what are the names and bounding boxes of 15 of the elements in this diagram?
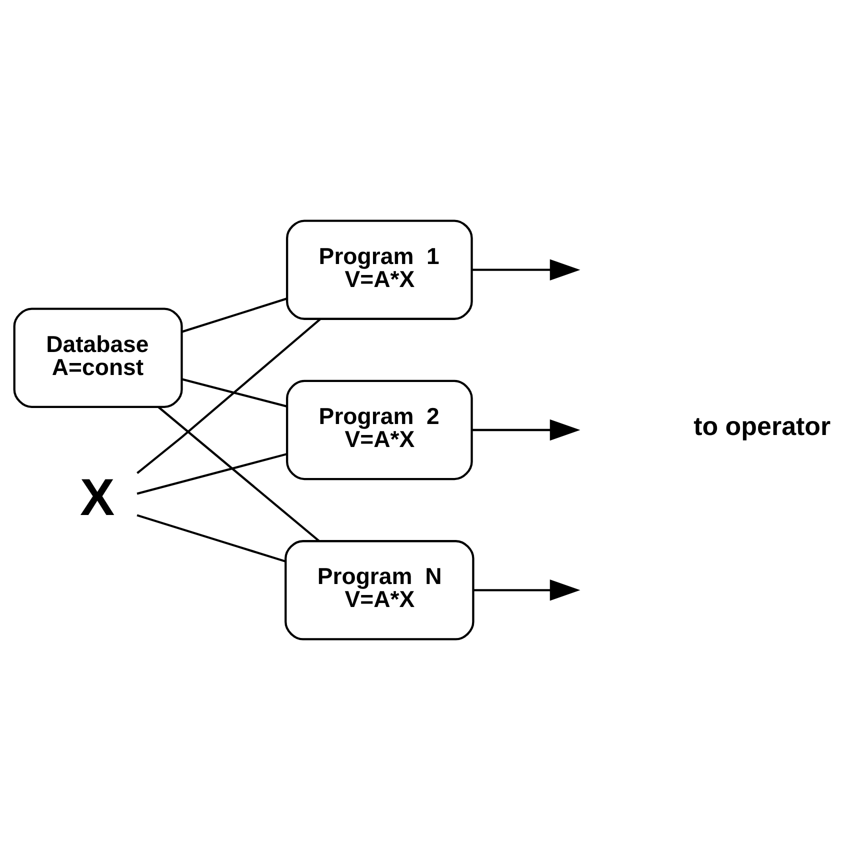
label: to operator [694, 410, 831, 440]
connector [136, 514, 286, 562]
node-box: Program 1 V=A*X [286, 219, 473, 320]
connector [136, 452, 287, 494]
node-box: Program 2 V=A*X [286, 379, 473, 480]
arrow [472, 418, 580, 440]
arrow [472, 258, 580, 280]
connector [182, 297, 288, 332]
connector [158, 406, 320, 542]
node-box: Program N V=A*X [284, 540, 474, 640]
node-text: X [80, 468, 115, 526]
arrow [473, 579, 580, 600]
connector [136, 318, 321, 474]
node-box: Database A=const [13, 307, 183, 408]
connector [182, 378, 288, 407]
